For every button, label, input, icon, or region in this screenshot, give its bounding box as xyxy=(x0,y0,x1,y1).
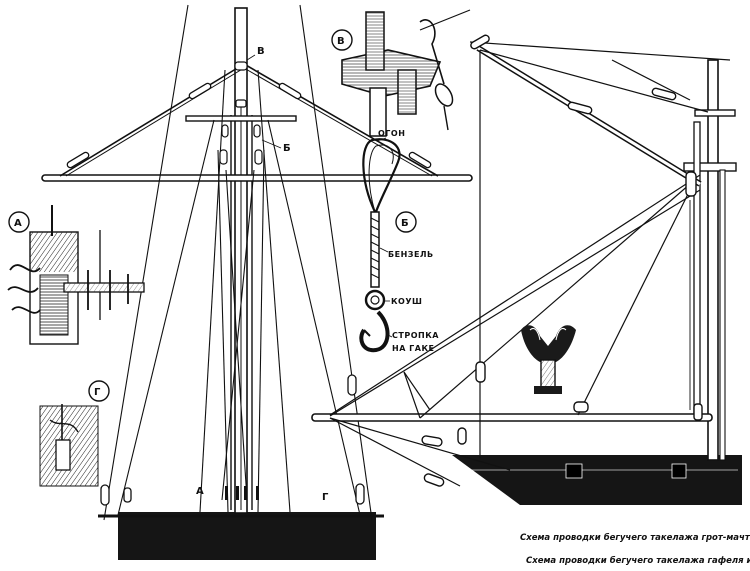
gaff-boom-side-view xyxy=(311,34,742,505)
detail-v: В xyxy=(331,9,471,137)
label-stropka-1: СТРОПКА xyxy=(392,331,439,340)
callout-g-base: Г xyxy=(322,492,329,503)
detail-b: Б ОГОН БЕНЗЕЛЬ КОУШ СТРОПКА НА ГАК xyxy=(359,129,439,353)
callout-b-mast: Б xyxy=(283,143,291,154)
detail-b-label: Б xyxy=(401,218,409,229)
callout-v-mast: В xyxy=(257,46,265,57)
yard xyxy=(41,174,473,182)
caption-mainmast: Схема проводки бегучего такелажа грот-ма… xyxy=(520,532,750,543)
detail-g-label: Г xyxy=(94,387,101,398)
detail-v-label: В xyxy=(337,36,345,47)
hull-front xyxy=(118,512,376,560)
label-benzel: БЕНЗЕЛЬ xyxy=(388,250,434,259)
detail-a: А xyxy=(7,205,145,345)
callout-a-base: А xyxy=(196,486,204,497)
label-ogon: ОГОН xyxy=(378,129,405,138)
hull-side xyxy=(452,455,742,505)
detail-g: Г xyxy=(39,380,110,487)
bitts-illustration xyxy=(521,325,576,394)
label-koush: КОУШ xyxy=(391,297,422,306)
boom xyxy=(311,413,713,422)
mast-side xyxy=(707,59,719,461)
detail-a-label: А xyxy=(14,218,22,229)
label-stropka-2: НА ГАКЕ xyxy=(392,344,434,353)
caption-gaff-boom: Схема проводки бегучего такелажа гафеля … xyxy=(526,555,750,566)
